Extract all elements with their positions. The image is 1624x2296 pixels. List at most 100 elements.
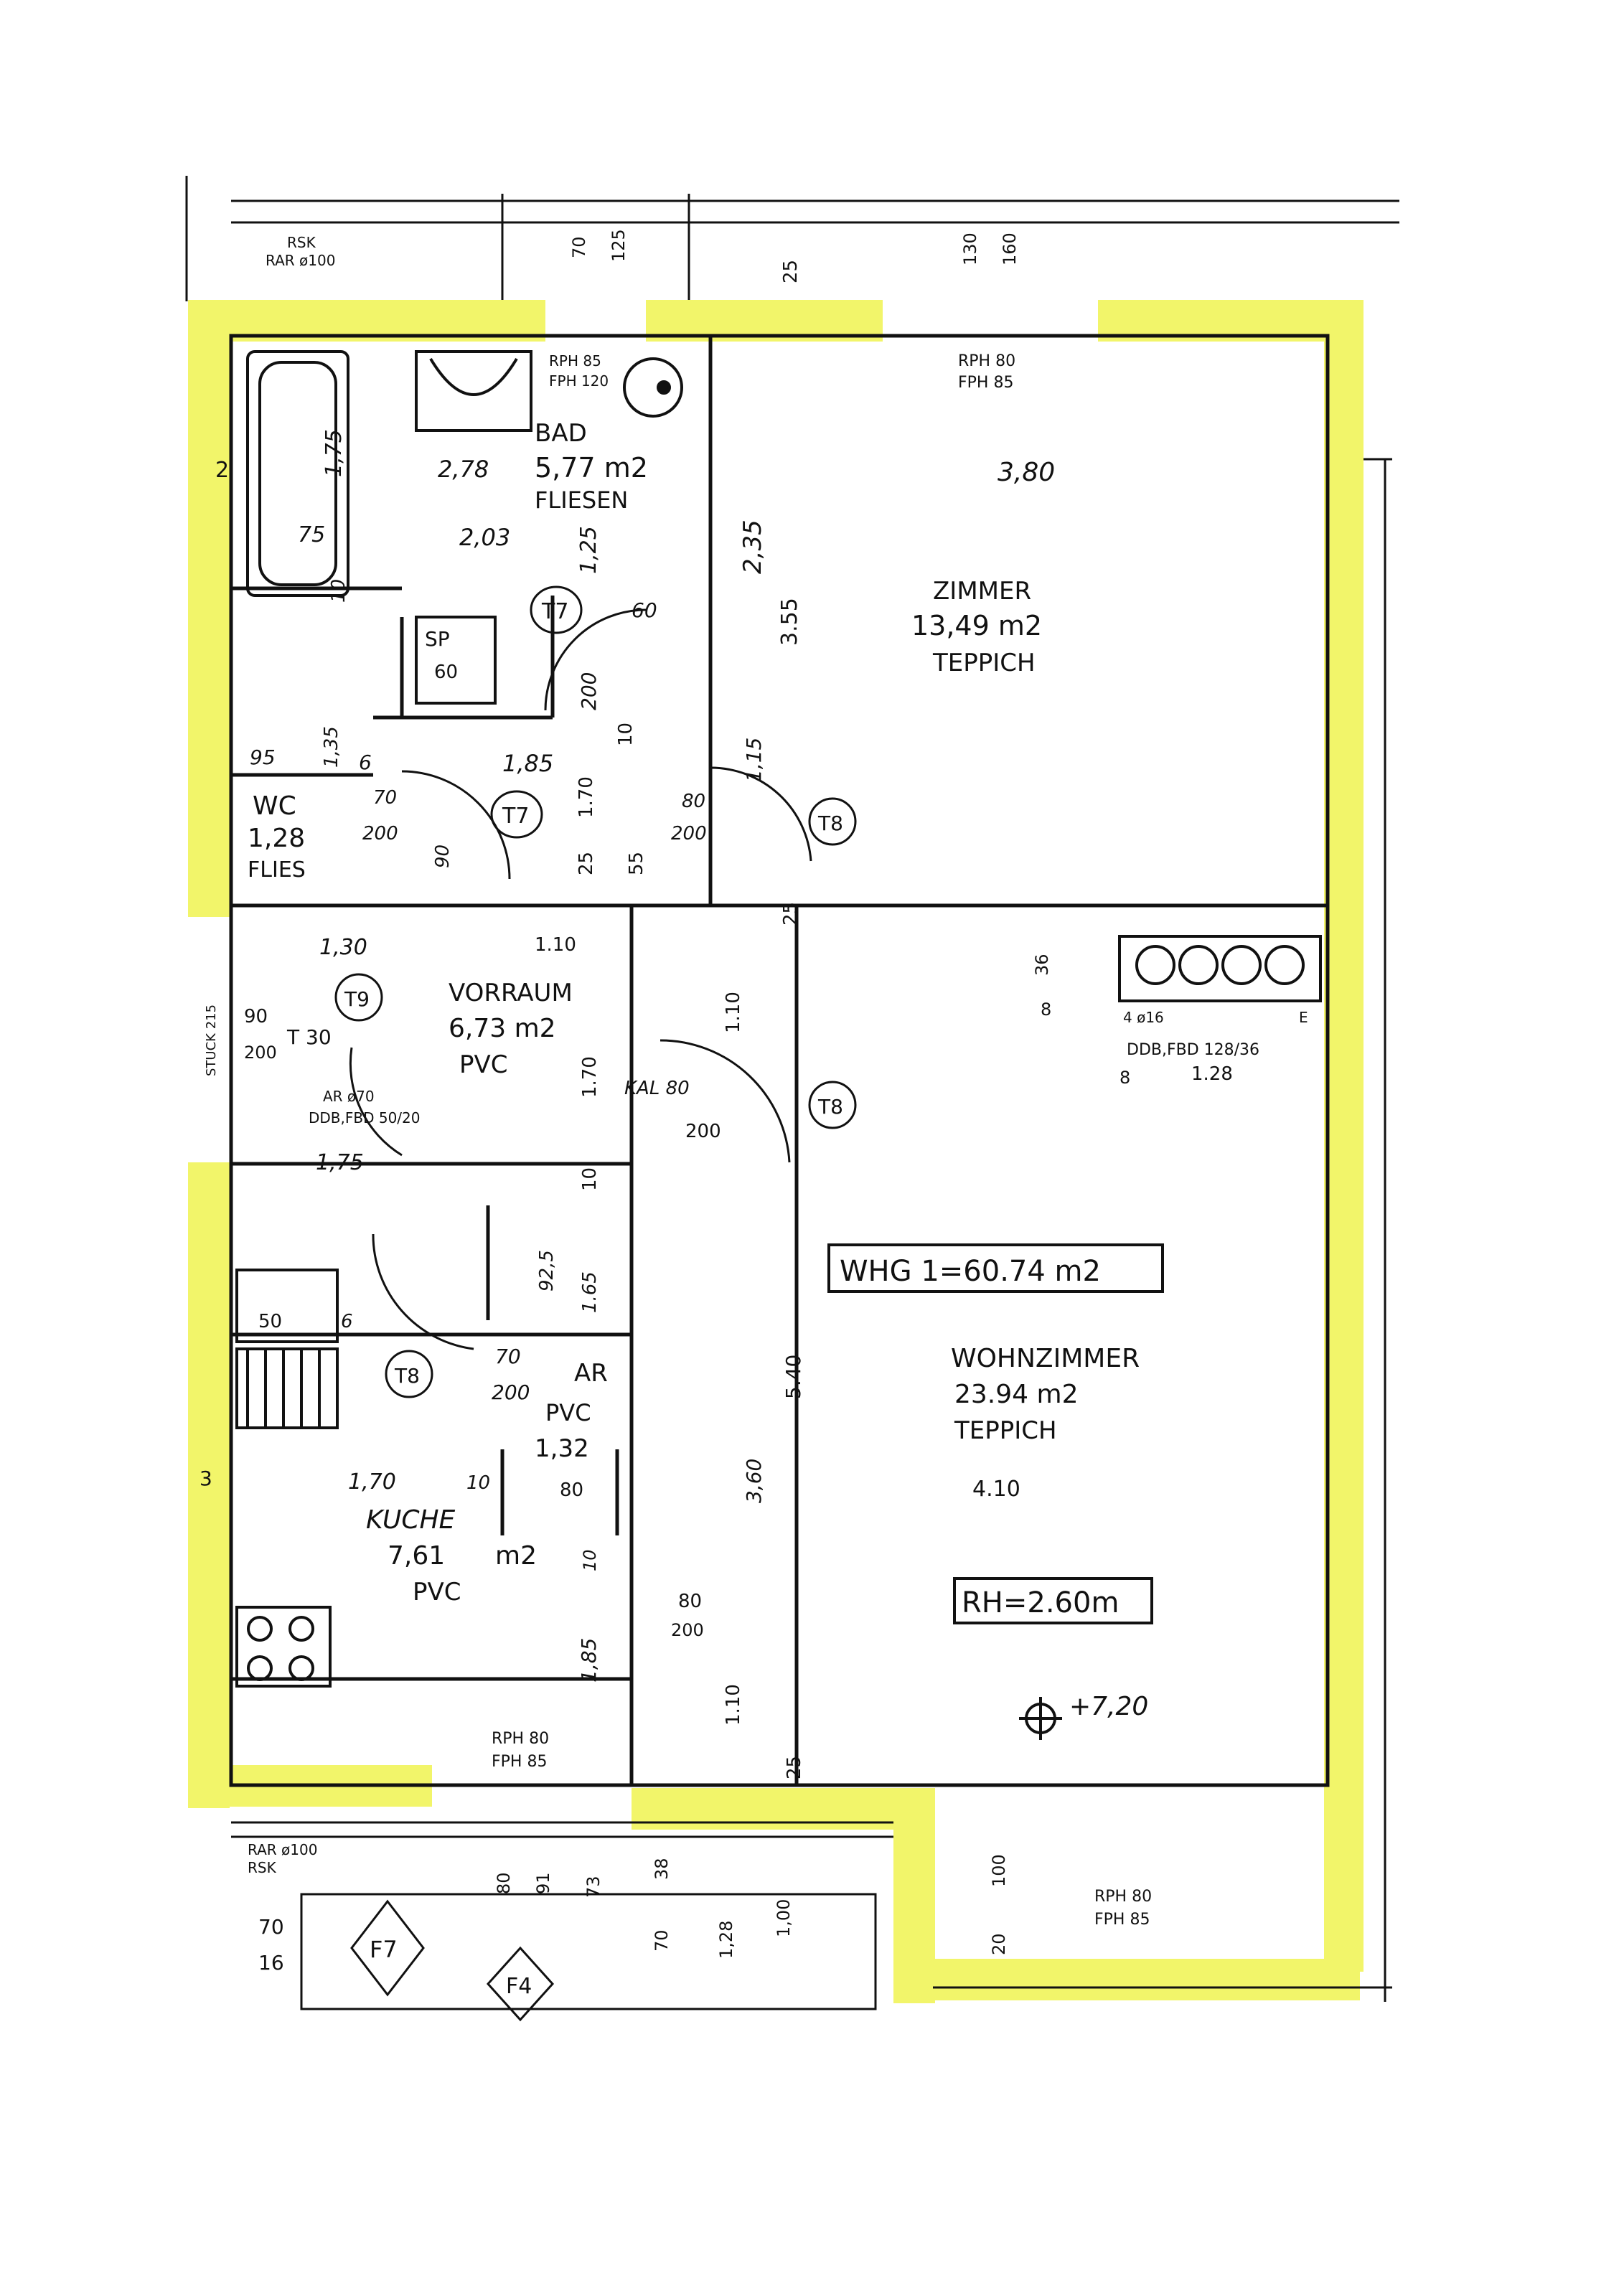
room-floor: TEPPICH xyxy=(932,649,1036,677)
room-zimmer: ZIMMER 13,49 m2 TEPPICH xyxy=(911,577,1042,677)
dimension: 70 xyxy=(569,236,589,258)
door-tag-t7: T7 xyxy=(541,599,568,624)
radiator-meters-icon xyxy=(1118,935,1322,1002)
toilet xyxy=(623,357,683,418)
bathtub xyxy=(246,350,349,597)
window-tag-f4: F4 xyxy=(506,1974,532,1999)
dimension: 1.10 xyxy=(723,992,744,1033)
dimension: 10 xyxy=(615,723,637,746)
dimension: 20 xyxy=(989,1933,1009,1955)
dimension: 80 xyxy=(682,791,705,812)
room-area: 1,28 xyxy=(248,824,305,853)
stove-icon xyxy=(247,1616,314,1681)
dimension: 10 xyxy=(466,1472,490,1494)
dimension: 25 xyxy=(576,852,597,875)
dimension: 1,85 xyxy=(577,1638,601,1683)
annotation: AR ø70 xyxy=(323,1088,375,1105)
dimension: 1.65 xyxy=(579,1271,601,1313)
dimension: 91 xyxy=(533,1872,553,1894)
room-unit: m2 xyxy=(495,1541,537,1571)
dimension: 80 xyxy=(678,1591,702,1612)
dimension: 5.40 xyxy=(782,1355,805,1399)
dimension: 130 xyxy=(960,232,980,265)
dimension: 200 xyxy=(577,672,601,710)
door-tag-t8: T8 xyxy=(817,811,843,835)
dimension: 90 xyxy=(432,844,454,868)
annotation: RAR ø100 xyxy=(248,1841,317,1858)
room-floor: FLIES xyxy=(248,857,306,883)
annotation: E xyxy=(1299,1009,1308,1026)
dimension: 95 xyxy=(250,745,276,769)
dimension: 3,60 xyxy=(742,1459,766,1503)
annotation: RPH 80 xyxy=(1094,1888,1152,1906)
storage-sp: SP 60 xyxy=(415,616,497,705)
annotation: RPH 85 xyxy=(549,352,601,370)
dimension: 1.70 xyxy=(579,1056,601,1098)
annotation: RAR ø100 xyxy=(266,252,335,269)
dimension: 10 xyxy=(580,1549,600,1571)
dimension: 2,03 xyxy=(459,524,510,551)
dimension: 73 xyxy=(583,1876,604,1898)
dimension: 1,75 xyxy=(321,429,347,477)
door-tag-t7: T7 xyxy=(502,804,529,829)
dimension: 10 xyxy=(579,1167,601,1191)
dimension: 6 xyxy=(359,751,372,774)
annotation: FPH 85 xyxy=(492,1753,547,1771)
room-ar: AR PVC 1,32 xyxy=(535,1359,608,1463)
annotation: DDB,FBD 50/20 xyxy=(309,1109,421,1126)
dimension: 1,70 xyxy=(348,1469,396,1495)
dimension: 6 xyxy=(341,1311,353,1332)
room-kueche: KUCHE 7,61 m2 PVC xyxy=(366,1505,537,1606)
dimension: 200 xyxy=(685,1121,721,1142)
annotation: DDB,FBD 128/36 xyxy=(1127,1041,1259,1059)
washbasin xyxy=(415,350,532,432)
dimension: 8 xyxy=(1120,1068,1130,1088)
dimension: 80 xyxy=(560,1479,583,1501)
room-area: 23.94 m2 xyxy=(954,1380,1078,1409)
dimension: 50 xyxy=(258,1311,282,1332)
room-area: 1,32 xyxy=(535,1434,589,1463)
annotation: STUCK 215 xyxy=(204,1004,219,1076)
dimensions: 70 125 25 130 160 2 1,75 2,78 3,80 75 2,… xyxy=(200,229,1233,1975)
dimension: 25 xyxy=(784,1756,805,1779)
exterior-wall-highlight xyxy=(188,300,1363,2003)
level-label: +7,20 xyxy=(1069,1692,1148,1721)
dimension: 8 xyxy=(1041,999,1051,1020)
dimension: 70 xyxy=(258,1915,284,1939)
dimension: 70 xyxy=(373,787,397,809)
door-swings xyxy=(349,608,812,1350)
dimension: 2,78 xyxy=(438,456,489,483)
room-name: WC xyxy=(253,791,296,821)
dimension: 200 xyxy=(244,1043,277,1063)
room-bad: BAD 5,77 m2 FLIESEN xyxy=(535,419,648,514)
dimension: 100 xyxy=(989,1854,1009,1887)
dimension: 75 xyxy=(298,522,325,547)
room-name: WOHNZIMMER xyxy=(951,1344,1140,1373)
dimension: 25 xyxy=(780,902,802,926)
dimension: 3,80 xyxy=(998,458,1055,487)
room-floor: PVC xyxy=(459,1050,508,1079)
annotation: RPH 80 xyxy=(958,352,1015,370)
room-floor: PVC xyxy=(413,1578,461,1606)
apartment-summary: WHG 1=60.74 m2 xyxy=(827,1243,1164,1293)
room-vorraum: VORRAUM 6,73 m2 PVC xyxy=(449,979,573,1079)
room-name: KUCHE xyxy=(366,1505,456,1535)
dimension: 38 xyxy=(652,1858,672,1880)
room-wohnzimmer: WOHNZIMMER 23.94 m2 TEPPICH xyxy=(951,1344,1140,1445)
window-tag-f7: F7 xyxy=(370,1936,398,1963)
kitchen-counter xyxy=(235,1269,339,1688)
dimension: 1,28 xyxy=(716,1921,736,1959)
room-name: BAD xyxy=(535,419,587,448)
annotation: KAL 80 xyxy=(624,1078,690,1099)
dimension: 25 xyxy=(780,260,802,283)
annotation: 4 ø16 xyxy=(1123,1009,1164,1026)
dimension: 60 xyxy=(632,598,657,622)
room-name: VORRAUM xyxy=(449,979,573,1007)
door-tag-t9: T9 xyxy=(344,987,370,1011)
door-tag-t8: T8 xyxy=(394,1364,420,1388)
room-floor: TEPPICH xyxy=(954,1416,1057,1445)
dimension: 1,30 xyxy=(319,935,367,960)
annotations: RPH 85 FPH 120 RPH 80 FPH 85 RSK RAR ø10… xyxy=(204,234,1308,1929)
ceiling-height: RH=2.60m xyxy=(953,1577,1153,1624)
dimension: 200 xyxy=(671,823,707,844)
